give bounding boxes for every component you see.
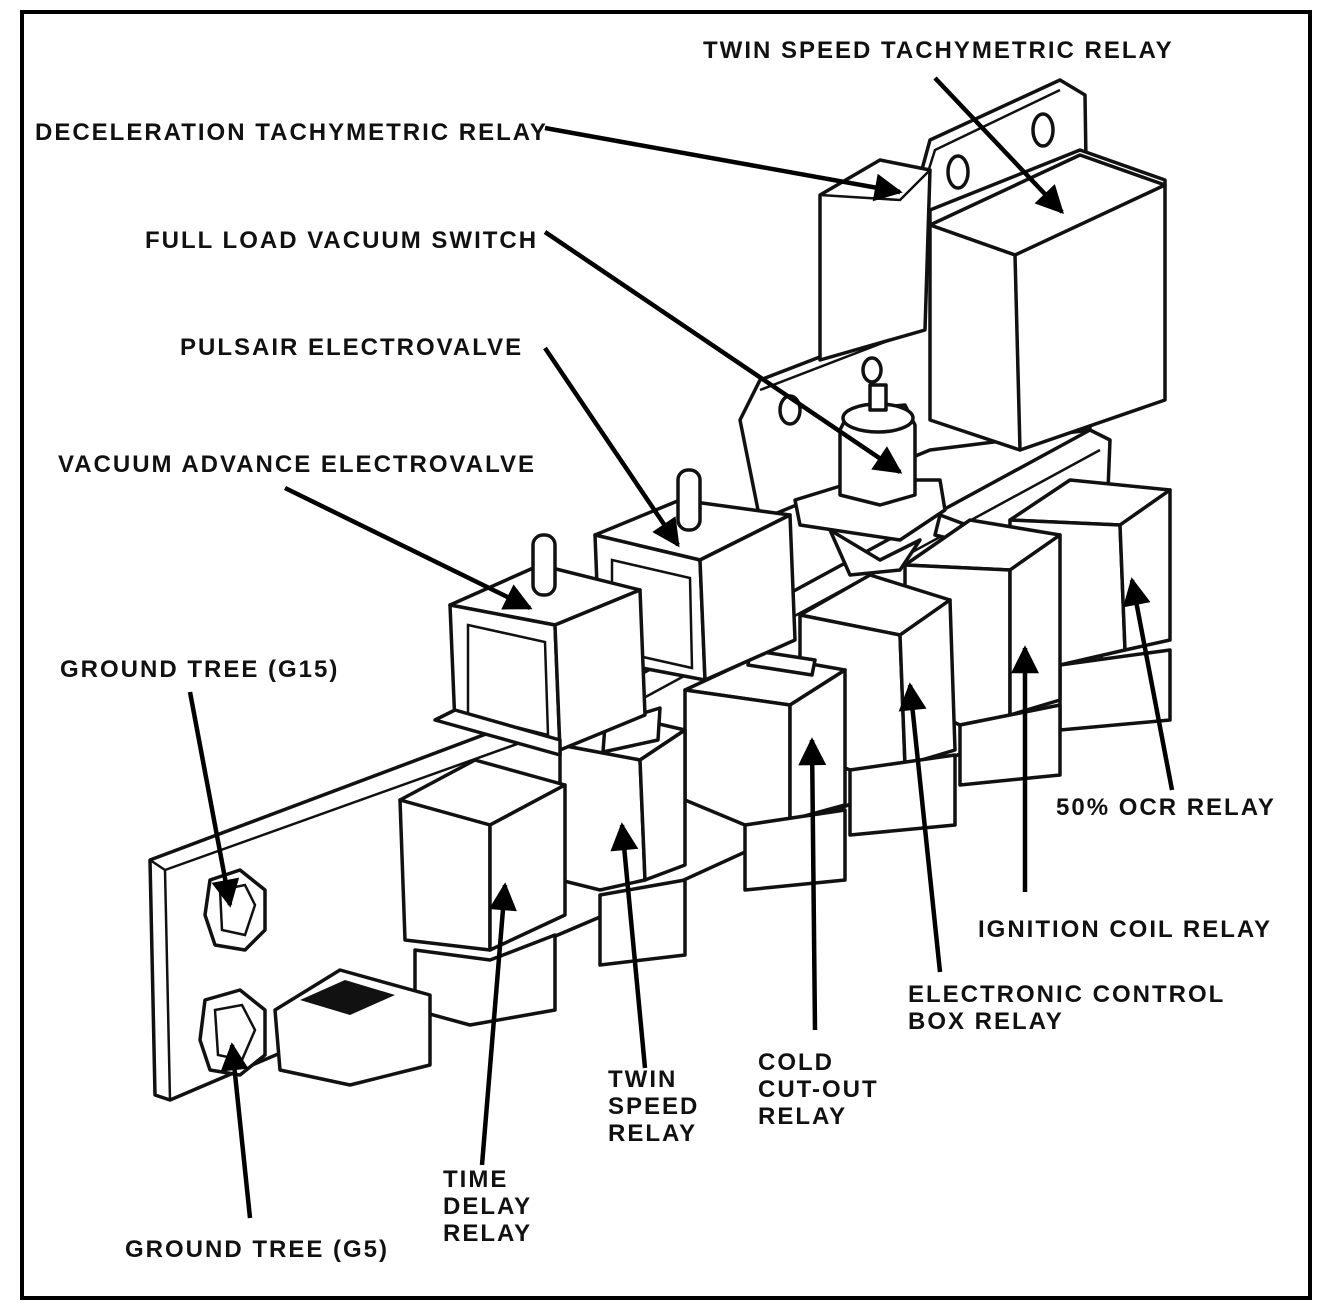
arrow-cold-cut-out-relay: [798, 737, 827, 1031]
label-electronic-control-box-relay: ELECTRONIC CONTROL BOX RELAY: [908, 981, 1234, 1035]
label-vacuum-advance-electrovalve: VACUUM ADVANCE ELECTROVALVE: [58, 451, 536, 478]
arrow-deceleration-tachymetric-relay: [544, 125, 903, 202]
arrow-full-load-vacuum-switch: [543, 230, 903, 474]
label-twin-speed-tachymetric-relay: TWIN SPEED TACHYMETRIC RELAY: [703, 37, 1174, 64]
electronic-control-box-relay-body: [798, 573, 957, 837]
label-line: TWIN: [608, 1066, 677, 1093]
label-ground-tree-g5: GROUND TREE (G5): [125, 1236, 389, 1263]
label-ground-tree-g15: GROUND TREE (G15): [60, 656, 339, 683]
arrow-time-delay-relay: [479, 882, 517, 1166]
label-line: CUT-OUT: [758, 1076, 879, 1103]
connector-block: [273, 968, 432, 1087]
arrow-ground-tree-g15: [187, 691, 240, 908]
label-cold-cut-out-relay: COLD CUT-OUT RELAY: [758, 1049, 887, 1130]
label-ocr-relay: 50% OCR RELAY: [1056, 794, 1276, 821]
label-ignition-coil-relay: IGNITION COIL RELAY: [978, 916, 1272, 943]
label-line: TIME: [443, 1166, 508, 1193]
ground-tree-g5: [198, 988, 267, 1077]
arrow-ocr-relay: [1122, 577, 1175, 791]
arrow-vacuum-advance-electrovalve: [284, 485, 533, 611]
arrow-twin-speed-tachymetric-relay: [933, 76, 1064, 215]
label-twin-speed-relay: TWIN SPEED RELAY: [608, 1066, 708, 1147]
label-line: DELAY: [443, 1193, 532, 1220]
label-time-delay-relay: TIME DELAY RELAY: [443, 1166, 540, 1247]
deceleration-tachymetric-relay-body: [818, 158, 932, 362]
twin-speed-relay-body: [558, 706, 687, 967]
ground-tree-g15: [203, 868, 267, 952]
label-deceleration-tachymetric-relay: DECELERATION TACHYMETRIC RELAY: [35, 119, 548, 146]
label-line: COLD: [758, 1049, 834, 1076]
arrow-ground-tree-g5: [220, 1042, 253, 1219]
label-line: RELAY: [608, 1120, 697, 1147]
time-delay-relay-body: [398, 758, 567, 1027]
label-line: ELECTRONIC CONTROL: [908, 981, 1225, 1008]
diagram-frame: [20, 10, 1312, 1300]
label-line: RELAY: [758, 1103, 847, 1130]
label-line: BOX RELAY: [908, 1008, 1064, 1035]
label-full-load-vacuum-switch: FULL LOAD VACUUM SWITCH: [145, 227, 538, 254]
vacuum-advance-electrovalve-body: [433, 533, 647, 757]
leader-arrows: [187, 76, 1175, 1219]
label-line: RELAY: [443, 1220, 532, 1247]
label-pulsair-electrovalve: PULSAIR ELECTROVALVE: [180, 334, 523, 361]
label-line: SPEED: [608, 1093, 699, 1120]
arrow-pulsair-electrovalve: [543, 346, 680, 548]
arrow-electronic-control-box-relay: [898, 682, 943, 973]
arrow-twin-speed-relay: [610, 822, 648, 1069]
